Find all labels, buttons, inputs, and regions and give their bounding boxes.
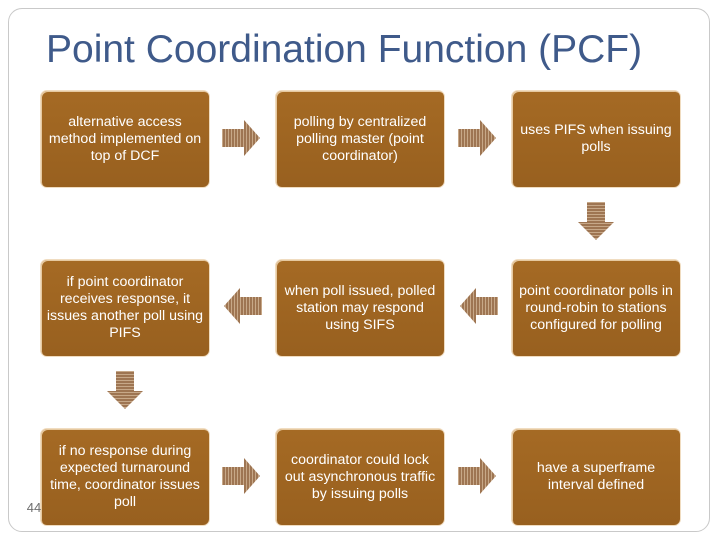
box-alternative-access: alternative access method implemented on… [40, 90, 210, 188]
box-receives-response: if point coordinator receives response, … [40, 259, 210, 357]
slide-number: 44 [26, 500, 42, 515]
arrow-left-icon [224, 288, 262, 324]
box-text: if point coordinator receives response, … [46, 274, 204, 341]
arrow-left-icon [460, 288, 498, 324]
box-polling-master: polling by centralized polling master (p… [275, 90, 445, 188]
box-text: uses PIFS when issuing polls [520, 122, 672, 155]
box-text: if no response during expected turnaroun… [50, 443, 200, 510]
box-round-robin: point coordinator polls in round-robin t… [511, 259, 681, 357]
box-text: polling by centralized polling master (p… [293, 113, 427, 164]
box-text: point coordinator polls in round-robin t… [519, 282, 673, 333]
box-text: coordinator could lock out asynchronous … [284, 451, 436, 502]
arrow-right-icon [222, 120, 260, 156]
slide-frame [8, 8, 710, 532]
arrow-down-icon [107, 371, 143, 409]
arrow-down-icon [578, 202, 614, 240]
box-lock-out: coordinator could lock out asynchronous … [275, 428, 445, 526]
arrow-right-icon [222, 458, 260, 494]
arrow-right-icon [458, 120, 496, 156]
slide-title: Point Coordination Function (PCF) [46, 28, 643, 71]
box-poll-issued: when poll issued, polled station may res… [275, 259, 445, 357]
box-no-response: if no response during expected turnaroun… [40, 428, 210, 526]
box-text: alternative access method implemented on… [48, 113, 202, 164]
box-text: have a superframe interval defined [536, 460, 656, 493]
box-text: when poll issued, polled station may res… [284, 282, 436, 333]
box-superframe: have a superframe interval defined [511, 428, 681, 526]
box-uses-pifs: uses PIFS when issuing polls [511, 90, 681, 188]
arrow-right-icon [458, 458, 496, 494]
